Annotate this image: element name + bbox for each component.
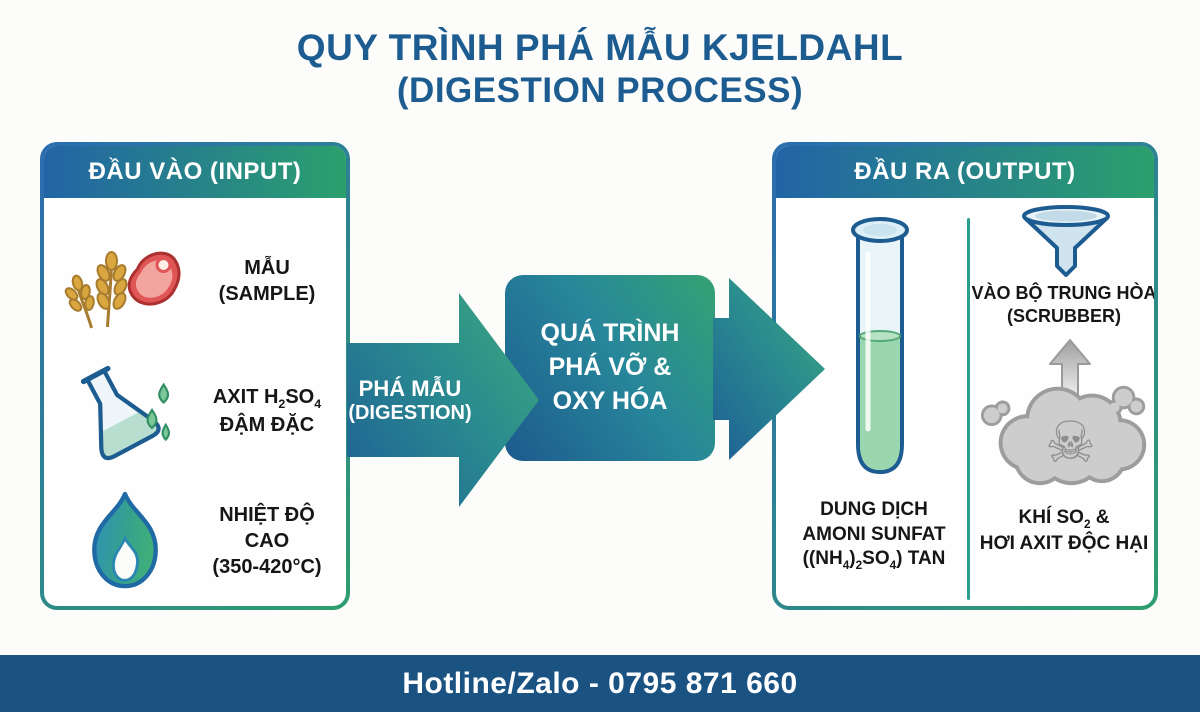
solution-label: DUNG DỊCH AMONI SUNFAT ((NH4)2SO4) TAN — [784, 498, 964, 573]
acid-sub1: 2 — [278, 396, 286, 411]
solution-sub2: 2 — [855, 559, 863, 573]
solution-sub1: 4 — [842, 559, 850, 573]
acid-label-line1b: SO — [285, 385, 315, 408]
test-tube-cell — [844, 214, 916, 491]
output-panel-body: ĐẦU RA (OUTPUT) DUNG DỊCH AMONI SUNFAT (… — [776, 146, 1154, 606]
smoke-cloud-icon: ☠ — [980, 385, 1147, 486]
flask-icon — [80, 365, 170, 461]
sample-label-line1: MẪU — [244, 257, 290, 279]
acid-label-line2: ĐẬM ĐẶC — [219, 414, 315, 437]
process-box-line3: OXY HÓA — [552, 386, 668, 415]
hotline-text: Hotline/Zalo - 0795 871 660 — [402, 666, 798, 700]
input-row-acid: AXIT H2SO4 ĐẬM ĐẶC — [50, 346, 340, 476]
gas-label: KHÍ SO2 & HƠI AXIT ĐỘC HẠI — [970, 506, 1154, 557]
heat-icon-cell — [50, 488, 200, 594]
digestion-arrow-label: PHÁ MẪU (DIGESTION) — [347, 343, 473, 457]
page-title: QUY TRÌNH PHÁ MẪU KJELDAHL (DIGESTION PR… — [0, 26, 1200, 112]
input-panel-header: ĐẦU VÀO (INPUT) — [44, 146, 346, 198]
solution-line3b: ) — [849, 548, 856, 570]
meat-icon — [127, 251, 181, 306]
funnel-icon — [1022, 205, 1110, 277]
scrubber-line2: (SCRUBBER) — [1007, 306, 1121, 327]
acid-icon-cell — [50, 357, 200, 465]
wheat-meat-icon — [64, 251, 181, 329]
toxic-cloud-cell: ☠ — [976, 362, 1154, 505]
scrubber-line1: VÀO BỘ TRUNG HÒA — [971, 283, 1154, 303]
wheat-icon — [64, 251, 128, 329]
heat-label-line1: NHIỆT ĐỘ CAO — [219, 504, 315, 552]
acid-drops-icon — [146, 382, 170, 442]
test-tube-icon — [851, 217, 909, 475]
input-panel: ĐẦU VÀO (INPUT) — [40, 142, 350, 610]
solution-line3c: SO — [862, 548, 890, 570]
acid-label-line1a: AXIT H — [212, 385, 279, 408]
gas-line1a: KHÍ SO — [1018, 507, 1084, 528]
input-panel-body: ĐẦU VÀO (INPUT) — [44, 146, 346, 606]
scrubber-label: VÀO BỘ TRUNG HÒA (SCRUBBER) — [970, 282, 1154, 329]
solution-line3d: ) TAN — [896, 548, 946, 570]
input-row-heat: NHIỆT ĐỘ CAO (350-420°C) — [50, 476, 340, 606]
sample-label: MẪU (SAMPLE) — [200, 255, 340, 307]
heat-label-line2: (350-420°C) — [212, 556, 322, 578]
acid-label: AXIT H2SO4 ĐẬM ĐẶC — [200, 384, 340, 438]
flame-icon — [92, 491, 158, 589]
heat-label: NHIỆT ĐỘ CAO (350-420°C) — [200, 502, 340, 580]
hotline-footer: Hotline/Zalo - 0795 871 660 — [0, 655, 1200, 712]
solution-line3a: ((NH — [802, 548, 843, 570]
digestion-arrow-line2: (DIGESTION) — [348, 401, 472, 424]
solution-line2: AMONI SUNFAT — [802, 523, 946, 545]
title-line1: QUY TRÌNH PHÁ MẪU KJELDAHL — [296, 27, 904, 68]
output-divider — [967, 218, 970, 600]
output-panel: ĐẦU RA (OUTPUT) DUNG DỊCH AMONI SUNFAT (… — [772, 142, 1158, 610]
funnel-cell — [1018, 204, 1114, 285]
sample-label-line2: (SAMPLE) — [218, 283, 316, 305]
process-box-line1: QUÁ TRÌNH — [540, 319, 680, 348]
title-line2: (DIGESTION PROCESS) — [396, 71, 804, 111]
output-panel-header: ĐẦU RA (OUTPUT) — [776, 146, 1154, 198]
digestion-arrow-line1: PHÁ MẪU — [358, 375, 462, 401]
gas-sub1: 2 — [1083, 517, 1091, 531]
skull-crossbones-icon: ☠ — [1045, 410, 1096, 476]
acid-sub2: 4 — [314, 396, 322, 411]
gas-line1b: & — [1090, 507, 1110, 528]
process-box: QUÁ TRÌNH PHÁ VỠ & OXY HÓA — [505, 275, 715, 461]
solution-line1: DUNG DỊCH — [820, 499, 928, 520]
process-box-line2: PHÁ VỠ & — [548, 353, 672, 382]
input-row-sample: MẪU (SAMPLE) — [50, 216, 340, 346]
gas-line2: HƠI AXIT ĐỘC HẠI — [979, 533, 1149, 555]
sample-icon-cell — [50, 231, 200, 331]
solution-sub3: 4 — [889, 559, 897, 573]
